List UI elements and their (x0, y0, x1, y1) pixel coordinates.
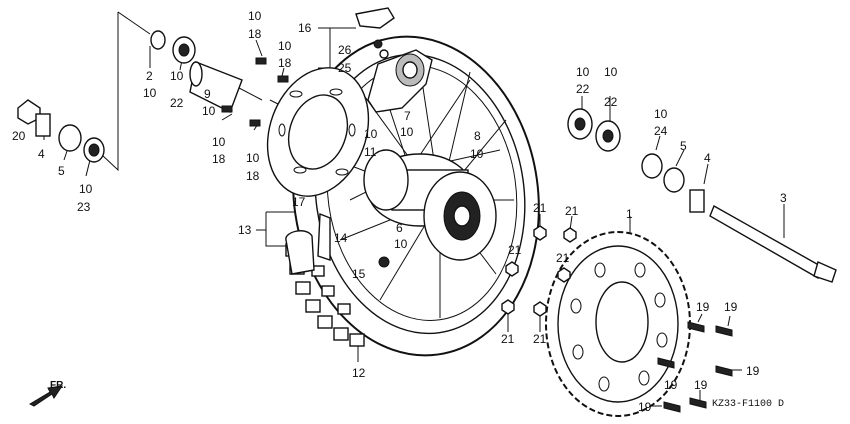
sprocket-bolts (657, 321, 733, 413)
label-5: 5 (680, 139, 687, 153)
label-18: 18 (278, 56, 292, 70)
label-6: 6 (396, 221, 403, 235)
axle-3 (709, 204, 825, 279)
label-7: 7 (404, 109, 411, 123)
brake-caliper (367, 49, 433, 113)
label-21: 21 (533, 201, 547, 215)
adjuster-4 (689, 189, 705, 213)
label-14: 14 (334, 231, 348, 245)
label-21: 21 (556, 251, 570, 265)
label-23: 23 (77, 200, 91, 214)
label-4: 4 (704, 151, 711, 165)
bolt-18d (249, 119, 261, 127)
hub (363, 149, 497, 261)
label-19: 19 (696, 300, 710, 314)
label-26: 26 (338, 43, 352, 57)
right-side-parts (567, 108, 837, 283)
label-8: 8 (474, 129, 481, 143)
label-18: 18 (248, 27, 262, 41)
part-2 (150, 30, 166, 50)
part-5-collar (58, 124, 82, 152)
label-22: 22 (170, 96, 184, 110)
diagram-code: KZ33-F1100 D (712, 399, 784, 410)
label-13: 13 (238, 223, 252, 237)
label-10: 10 (143, 86, 157, 100)
left-side-parts (17, 30, 289, 163)
front-direction-arrow: FR. (28, 380, 66, 407)
label-21: 21 (565, 204, 579, 218)
label-10: 10 (654, 107, 668, 121)
label-15: 15 (352, 267, 366, 281)
label-19: 19 (664, 378, 678, 392)
part-4-adjuster (35, 113, 51, 137)
label-10: 10 (576, 65, 590, 79)
label-9: 9 (204, 87, 211, 101)
label-10: 10 (394, 237, 408, 251)
label-21: 21 (501, 332, 515, 346)
label-10: 10 (248, 9, 262, 23)
label-10: 10 (212, 135, 226, 149)
label-17: 17 (292, 195, 306, 209)
bolt-18c (221, 105, 233, 113)
bolt-18a (255, 57, 267, 65)
part-labels: 2 10 10 22 9 10 18 10 18 16 26 25 20 4 5… (12, 9, 787, 414)
label-10: 10 (246, 151, 260, 165)
label-10: 10 (470, 147, 484, 161)
label-10: 10 (202, 104, 216, 118)
label-10: 10 (79, 182, 93, 196)
label-19: 19 (694, 378, 708, 392)
label-21: 21 (533, 332, 547, 346)
label-25: 25 (338, 61, 352, 75)
label-10: 10 (170, 69, 184, 83)
brake-disc (266, 67, 370, 197)
label-3: 3 (780, 191, 787, 205)
label-4: 4 (38, 147, 45, 161)
label-16: 16 (298, 21, 312, 35)
label-10: 10 (400, 125, 414, 139)
label-22: 22 (604, 95, 618, 109)
label-24: 24 (654, 124, 668, 138)
label-20: 20 (12, 129, 26, 143)
collar-5 (663, 167, 685, 193)
rim-band (285, 212, 390, 275)
label-18: 18 (246, 169, 260, 183)
direction-label: FR. (50, 380, 66, 391)
label-5: 5 (58, 164, 65, 178)
seal-24 (641, 153, 663, 179)
label-21: 21 (508, 243, 522, 257)
label-18: 18 (212, 152, 226, 166)
label-1: 1 (626, 207, 633, 221)
label-10: 10 (278, 39, 292, 53)
label-10: 10 (364, 127, 378, 141)
label-2: 2 (146, 69, 153, 83)
label-22: 22 (576, 82, 590, 96)
sprocket-nuts (501, 225, 577, 317)
label-19: 19 (724, 300, 738, 314)
label-12: 12 (352, 366, 366, 380)
chain-guide (355, 7, 395, 59)
label-10: 10 (604, 65, 618, 79)
label-19: 19 (746, 364, 760, 378)
label-19: 19 (638, 400, 652, 414)
label-11: 11 (364, 145, 377, 159)
sprocket (545, 231, 691, 417)
bolt-18b (277, 75, 289, 83)
